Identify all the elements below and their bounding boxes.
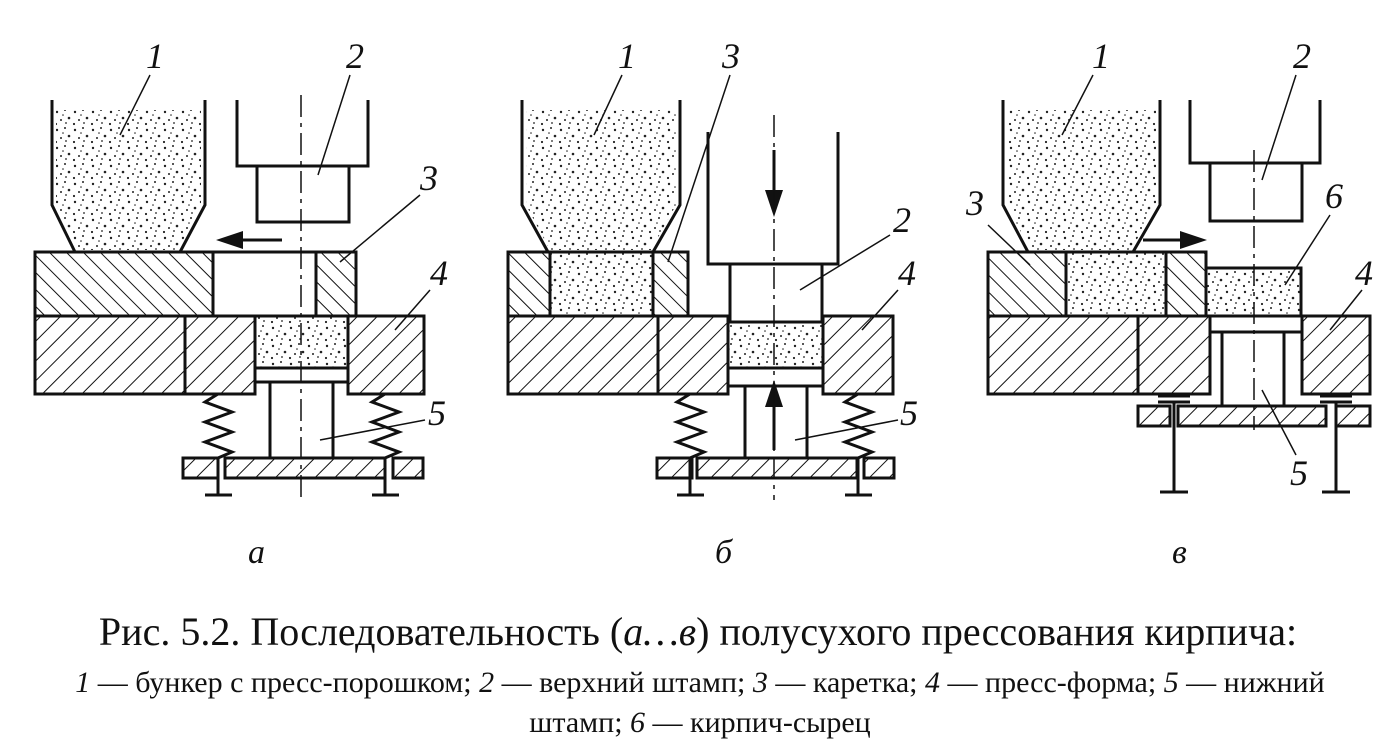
caption-prefix: Рис. 5.2. Последовательность ( — [98, 609, 624, 654]
sublabel-c: в — [1172, 534, 1187, 571]
panel-b — [506, 74, 899, 500]
mould-left — [33, 314, 187, 396]
figure-caption: Рис. 5.2. Последовательность (а…в) полус… — [0, 608, 1396, 655]
hopper — [50, 100, 207, 253]
label-6: 6 — [1325, 176, 1343, 216]
carriage — [33, 250, 215, 318]
label-3: 3 — [721, 36, 740, 76]
label-1: 1 — [146, 36, 164, 76]
legend-item: 4 — пресс-форма; — [925, 666, 1164, 699]
legend-item: 5 — нижний штамп; — [529, 666, 1325, 739]
upper-punch — [235, 100, 370, 168]
hopper — [520, 100, 682, 253]
press-sequence-diagram: 1 2 3 4 5 а 1 3 2 4 — [33, 36, 1373, 571]
spring-left — [672, 392, 709, 497]
panel-a — [33, 74, 431, 500]
panel-c — [986, 74, 1372, 494]
hopper — [1001, 100, 1162, 253]
mould-left — [506, 314, 660, 396]
sublabel-b: б — [715, 534, 734, 571]
spring-right — [367, 392, 404, 497]
upper-punch — [1188, 100, 1322, 165]
spring-left — [1158, 394, 1190, 494]
mould-left — [986, 314, 1140, 396]
lower-punch — [1220, 330, 1286, 408]
caption-suffix: ) полусухого прессования кирпича: — [696, 609, 1298, 654]
label-3: 3 — [419, 158, 438, 198]
spring-right — [1320, 394, 1352, 494]
label-5: 5 — [1290, 453, 1308, 493]
legend-item: 1 — бункер с пресс-порошком; — [75, 666, 480, 699]
label-4: 4 — [1355, 253, 1373, 293]
label-2: 2 — [346, 36, 364, 76]
sublabel-a: а — [248, 534, 265, 571]
label-1: 1 — [1092, 36, 1110, 76]
spring-right — [840, 392, 877, 497]
legend-item: 2 — верхний штамп; — [479, 666, 753, 699]
label-2: 2 — [893, 200, 911, 240]
carriage — [506, 250, 552, 318]
legend-item: 3 — каретка; — [752, 666, 926, 699]
figure-legend: 1 — бункер с пресс-порошком; 2 — верхний… — [30, 663, 1370, 743]
label-3: 3 — [965, 183, 984, 223]
label-5: 5 — [900, 393, 918, 433]
label-1: 1 — [618, 36, 636, 76]
label-2: 2 — [1293, 36, 1311, 76]
spring-left — [200, 392, 237, 497]
label-5: 5 — [428, 393, 446, 433]
caption-range: а…в — [623, 609, 697, 654]
label-4: 4 — [898, 253, 916, 293]
label-4: 4 — [430, 253, 448, 293]
legend-item: 6 — кирпич-сырец — [630, 706, 871, 739]
lower-punch — [743, 384, 809, 460]
